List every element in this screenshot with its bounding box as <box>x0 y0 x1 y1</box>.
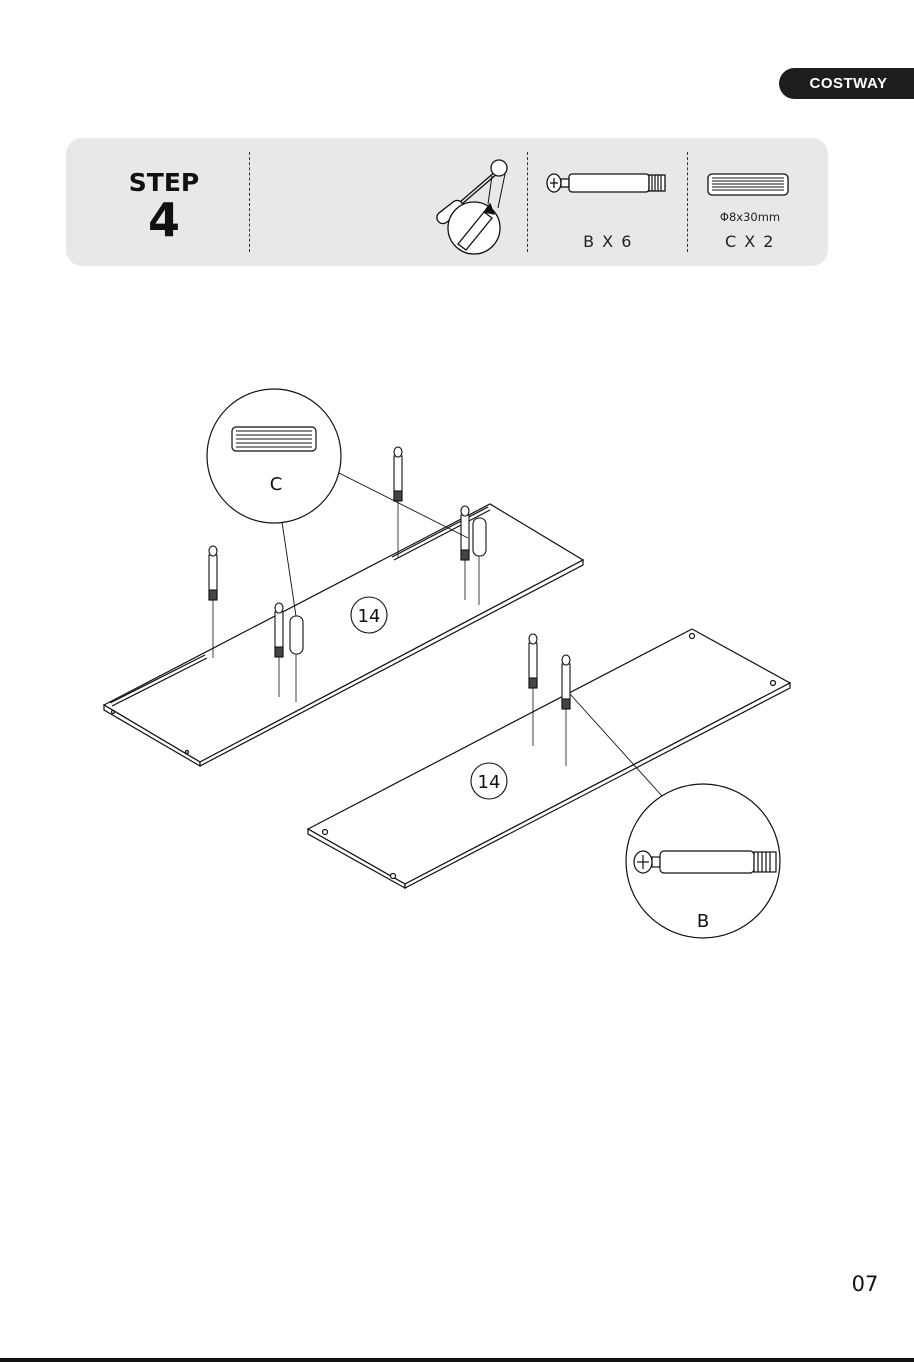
bottom-rule <box>0 1358 914 1362</box>
panel-lower-number: 14 <box>478 772 501 793</box>
screwdriver-icon <box>422 154 512 258</box>
wooden-dowel-icon <box>706 172 792 198</box>
divider <box>687 152 688 252</box>
step-header-panel: STEP 4 B X 6 <box>66 138 828 266</box>
assembly-illustration: C B 14 14 <box>0 360 914 960</box>
callout-b-label: B <box>697 911 709 932</box>
callout-c-label: C <box>270 474 283 495</box>
hardware-c-quantity: C X 2 <box>702 232 798 251</box>
hardware-b-quantity: B X 6 <box>552 232 664 251</box>
step-number: 4 <box>126 192 202 248</box>
page-number: 07 <box>840 1272 890 1296</box>
hardware-c-dimension: Φ8x30mm <box>702 210 798 224</box>
cam-bolt-icon <box>544 170 670 196</box>
brand-name: COSTWAY <box>810 75 888 92</box>
divider <box>249 152 250 252</box>
brand-logo: COSTWAY <box>779 68 914 99</box>
panel-upper-number: 14 <box>358 606 381 627</box>
divider <box>527 152 528 252</box>
